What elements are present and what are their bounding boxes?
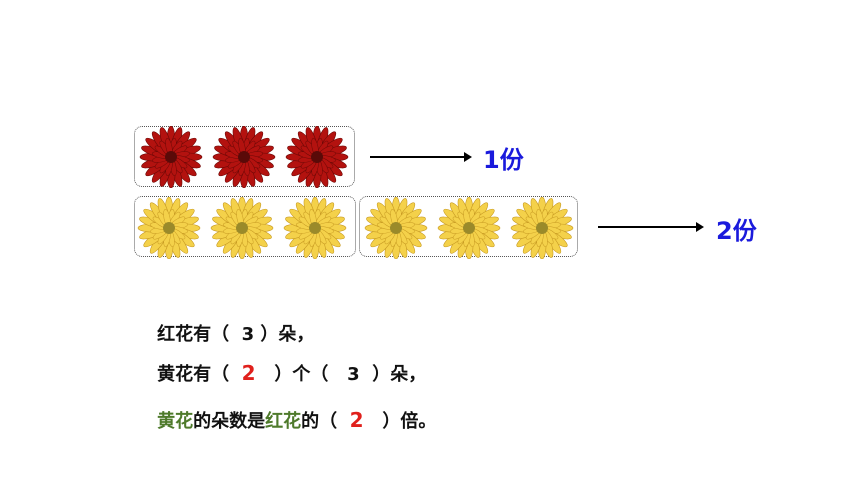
red-flower-icon [209,126,279,188]
line2-answer: 2 [241,361,256,385]
yellow-flower-icon [434,197,504,259]
red-flower-icon [136,126,206,188]
yellow-flower-group-1 [134,196,356,257]
line3-yellow-word: 黄花 [157,411,194,432]
line3-text-a: 的朵数是 [193,411,266,432]
line3-text-c: ）倍。 [363,411,437,432]
red-share-label: 1份 [483,146,524,174]
line3-answer: 2 [349,408,364,432]
yellow-flower-icon [507,197,577,259]
line2-text-a: 黄花有（ [157,364,242,385]
yellow-flower-icon [207,197,277,259]
text-line-3: 黄花的朵数是红花的（ 2 ）倍。 [132,386,436,454]
arrow-yellow-row [598,222,704,232]
line3-red-word: 红花 [265,411,302,432]
text-line-2: 黄花有（ 2 ）个（ 3 ）朵， [132,339,426,407]
yellow-flower-icon [361,197,431,259]
line3-text-b: 的（ [301,411,350,432]
yellow-flower-icon [134,197,204,259]
yellow-flower-icon [280,197,350,259]
red-flower-icon [282,126,352,188]
line2-text-b: ）个（ 3 ）朵， [255,364,427,385]
line1-text: 红花有（ 3 ）朵， [157,324,315,345]
text-line-1: 红花有（ 3 ）朵， [132,299,314,367]
arrow-red-row [370,152,472,162]
yellow-share-label: 2份 [716,217,757,245]
